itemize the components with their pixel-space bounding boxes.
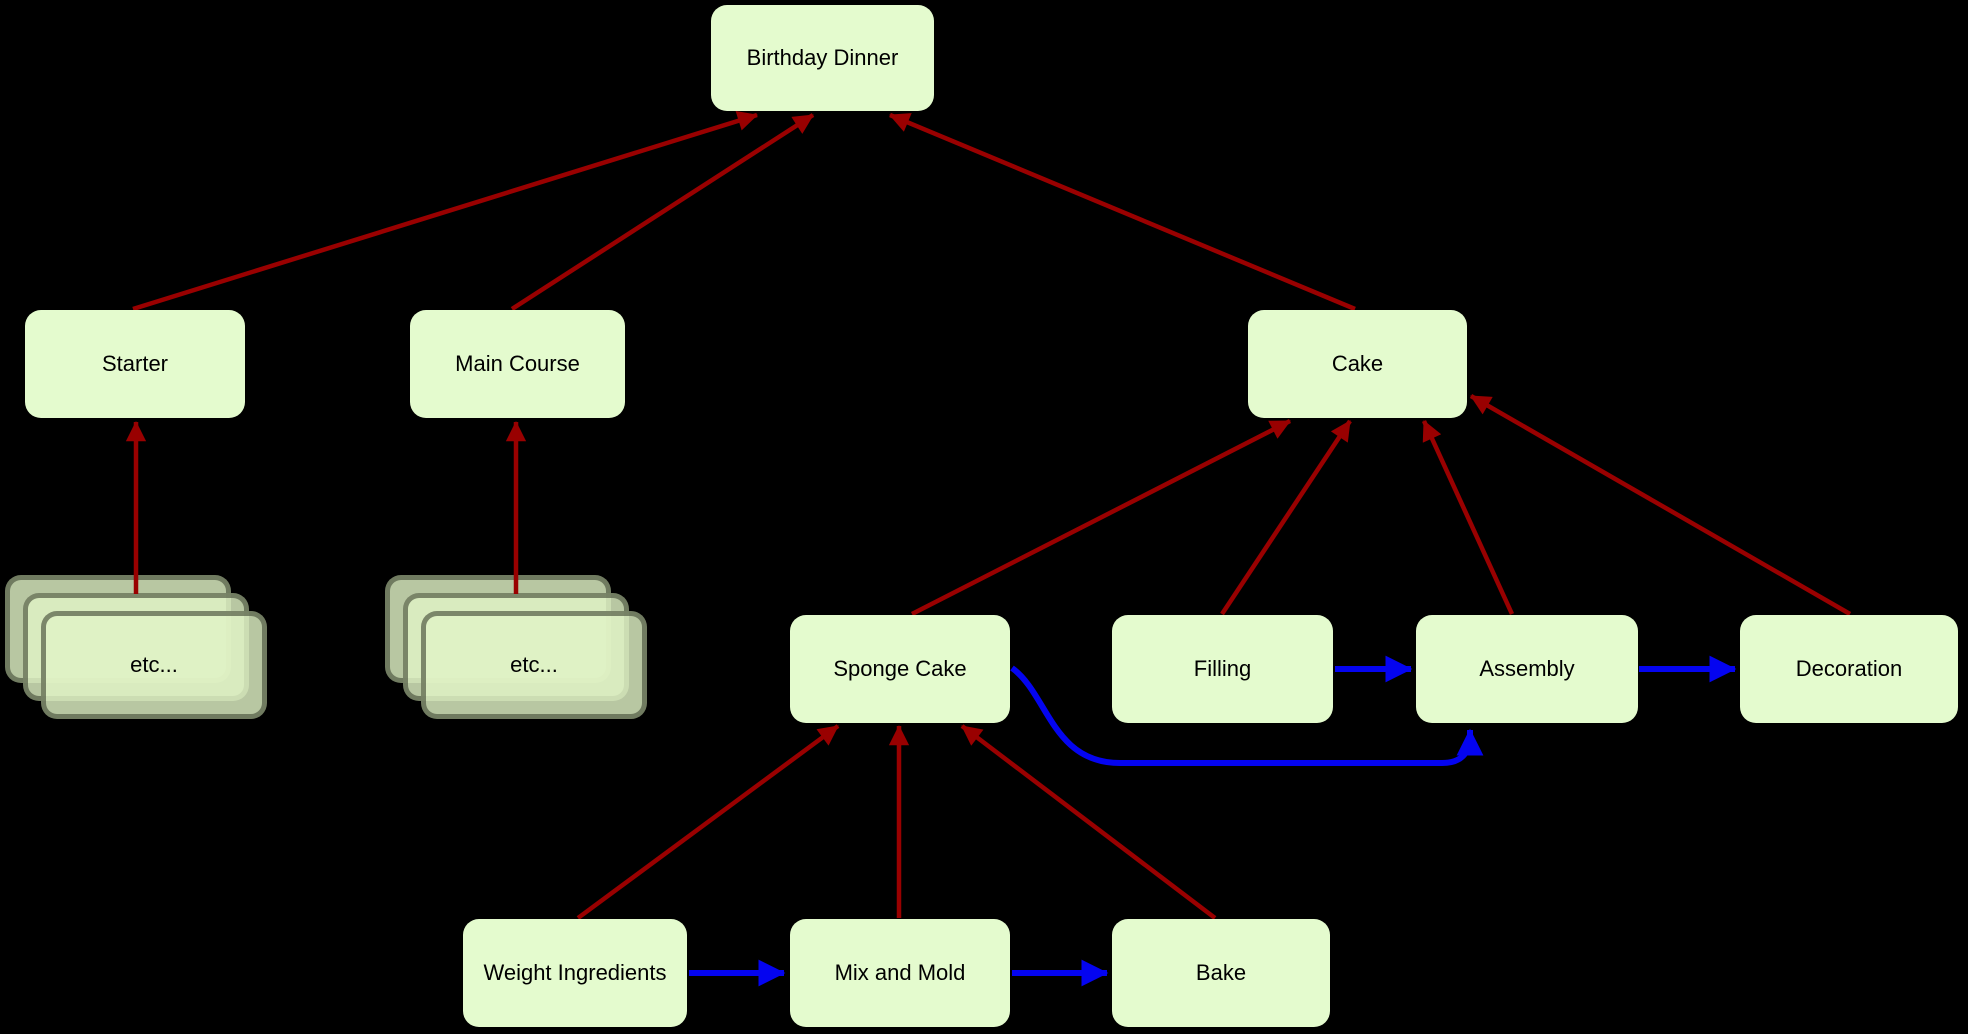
node-label: Mix and Mold bbox=[834, 960, 966, 985]
node-decoration: Decoration bbox=[1740, 615, 1958, 723]
node-label: Filling bbox=[1193, 656, 1252, 681]
node-label: Assembly bbox=[1479, 656, 1575, 681]
node-label: Main Course bbox=[455, 351, 580, 376]
node-filling: Filling bbox=[1112, 615, 1333, 723]
edge-weight-ingredients-to-sponge-cake bbox=[576, 724, 840, 920]
node-label: etc... bbox=[130, 652, 178, 677]
node-main-course-etc: etc... bbox=[421, 611, 647, 719]
starter-etc-stack: etc... bbox=[5, 575, 267, 719]
edge-bake-to-sponge-cake bbox=[960, 724, 1217, 920]
node-label: Birthday Dinner bbox=[746, 45, 899, 70]
edge-filling-to-cake bbox=[1220, 419, 1352, 616]
node-weight-ingredients: Weight Ingredients bbox=[463, 919, 687, 1027]
node-cake: Cake bbox=[1248, 310, 1467, 418]
main-course-etc-stack: etc... bbox=[385, 575, 647, 719]
node-label: Cake bbox=[1331, 351, 1384, 376]
node-birthday-dinner: Birthday Dinner bbox=[711, 5, 934, 111]
node-starter-etc: etc... bbox=[41, 611, 267, 719]
node-mix-and-mold: Mix and Mold bbox=[790, 919, 1010, 1027]
node-label: Starter bbox=[101, 351, 169, 376]
edge-decoration-to-cake bbox=[1469, 394, 1852, 616]
edge-cake-to-birthday-dinner bbox=[889, 112, 1356, 312]
node-starter: Starter bbox=[25, 310, 245, 418]
node-label: Bake bbox=[1195, 960, 1247, 985]
edge-sponge-cake-to-cake bbox=[910, 418, 1292, 617]
edge-main-course-to-birthday-dinner bbox=[510, 113, 815, 311]
node-bake: Bake bbox=[1112, 919, 1330, 1027]
edge-assembly-to-cake bbox=[1421, 420, 1515, 615]
node-label: Sponge Cake bbox=[833, 656, 967, 681]
node-sponge-cake: Sponge Cake bbox=[790, 615, 1010, 723]
node-main-course: Main Course bbox=[410, 310, 625, 418]
edge-starter-to-birthday-dinner bbox=[132, 111, 758, 312]
node-assembly: Assembly bbox=[1416, 615, 1638, 723]
node-label: Weight Ingredients bbox=[483, 960, 667, 985]
node-label: etc... bbox=[510, 652, 558, 677]
node-label: Decoration bbox=[1795, 656, 1903, 681]
